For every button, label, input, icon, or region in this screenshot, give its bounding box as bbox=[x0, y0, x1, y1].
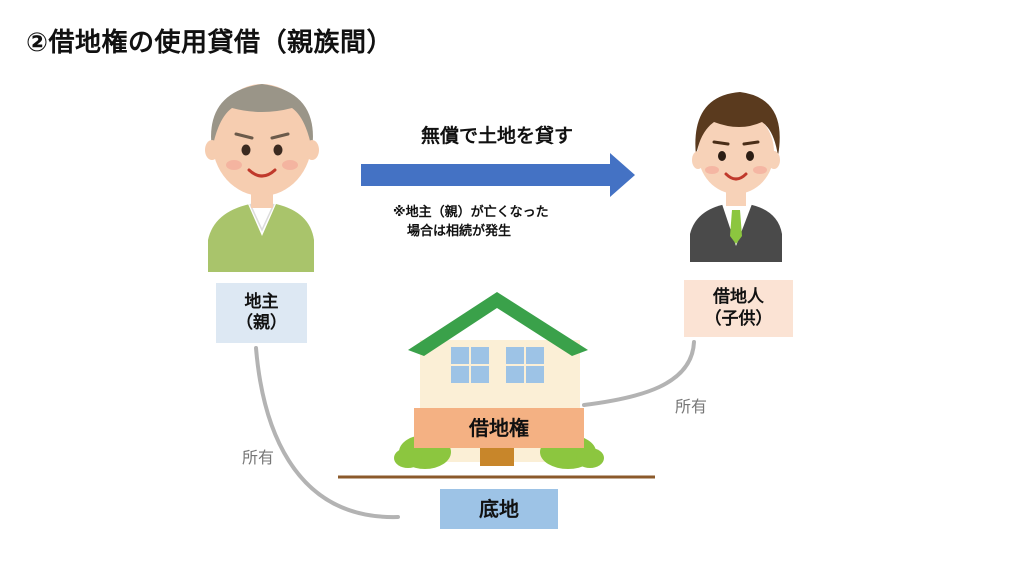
tenant-illustration bbox=[690, 92, 782, 262]
ownership-label-right: 所有 bbox=[675, 397, 708, 416]
ownership-label-left: 所有 bbox=[242, 448, 275, 467]
tenant-label-line2: （子供） bbox=[704, 308, 773, 329]
inheritance-note: ※地主（親）が亡くなった 場合は相続が発生 bbox=[393, 203, 549, 241]
page-title: ②借地権の使用貸借（親族間） bbox=[26, 28, 394, 58]
tenant-label-line1: 借地人 bbox=[713, 287, 764, 308]
tenant-label: 借地人 （子供） bbox=[684, 280, 793, 337]
transfer-arrow bbox=[361, 153, 635, 197]
land-label: 底地 bbox=[440, 489, 558, 529]
arrow-label: 無償で土地を貸す bbox=[420, 125, 573, 147]
landlord-label-line1: 地主 bbox=[244, 291, 279, 312]
note-line-2: 場合は相続が発生 bbox=[407, 224, 512, 239]
landlord-label: 地主 （親） bbox=[216, 283, 307, 343]
landlord-illustration bbox=[205, 84, 319, 272]
connector-left bbox=[254, 346, 400, 520]
leasehold-right-label: 借地権 bbox=[414, 408, 584, 448]
landlord-label-line2: （親） bbox=[236, 313, 287, 333]
connector-right bbox=[582, 340, 696, 407]
note-line-1: ※地主（親）が亡くなった bbox=[393, 205, 549, 220]
